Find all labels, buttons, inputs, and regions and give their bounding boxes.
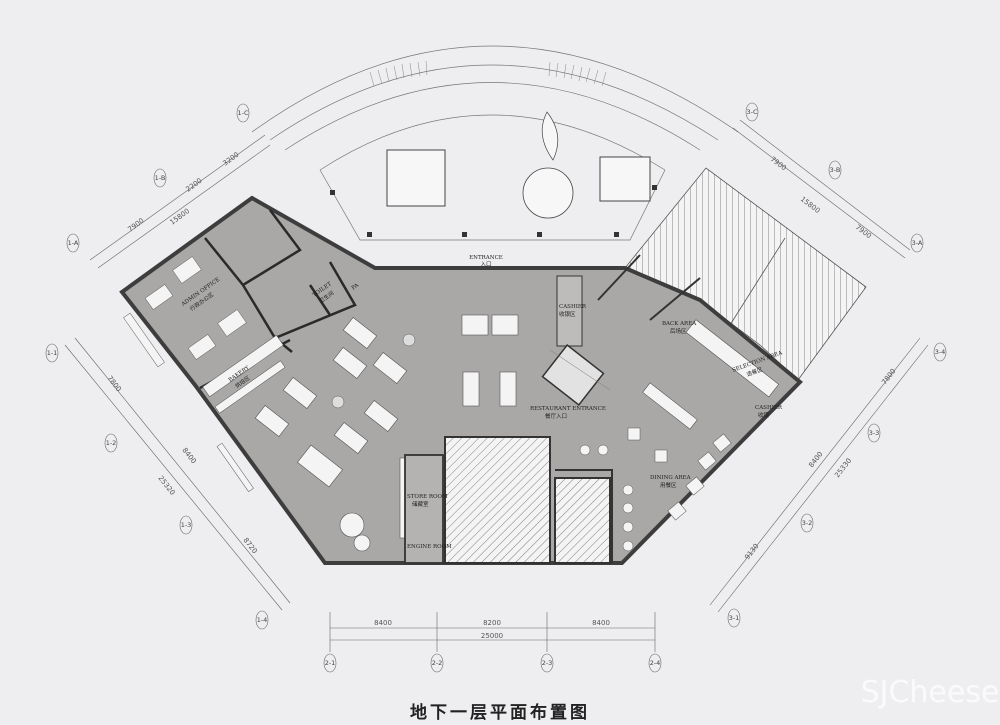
- cashier-booth: [556, 275, 583, 347]
- store-room-label: STORE ROOM: [407, 494, 448, 500]
- bottom-dimension: 8400 8200 8400 25000 2-1 2-2 2-3 2-4: [323, 612, 662, 673]
- watermark: SJCheese: [861, 675, 1000, 710]
- axis-2-2: 2-2: [432, 659, 443, 667]
- axis-2-1: 2-1: [325, 659, 336, 667]
- back-area-label-cn: 后场区: [670, 327, 687, 335]
- drawing-title: 地下一层平面布置图: [410, 702, 590, 723]
- selection-counter: [685, 319, 780, 398]
- axis-3-1: 3-1: [729, 614, 740, 622]
- axis-1-2: 1-2: [106, 439, 117, 447]
- dim-bottom-1: 8400: [374, 619, 392, 627]
- restaurant-entrance-label: RESTAURANT ENTRANCE: [530, 406, 606, 412]
- dim-bottom-total: 25000: [481, 632, 503, 640]
- axis-1-C: 1-C: [237, 109, 248, 117]
- engine-room-label: ENGINE ROOM: [407, 544, 452, 550]
- store-room-label-cn: 储藏室: [412, 500, 429, 508]
- axis-1-1: 1-1: [47, 349, 58, 357]
- axis-1-3: 1-3: [181, 521, 192, 529]
- dim-right-top-total: 15800: [799, 195, 822, 215]
- dim-right-top-1: 7900: [769, 155, 788, 172]
- dim-left-top-total: 15800: [168, 207, 191, 227]
- planter-square-right: [599, 156, 651, 202]
- elevator: [541, 344, 605, 406]
- pa-label: PA: [351, 282, 361, 292]
- entrance-plaza: [251, 45, 739, 241]
- dim-right-side-3: 9130: [743, 542, 760, 561]
- floor-slab: [119, 195, 803, 565]
- hatched-zone-centre: [444, 436, 551, 564]
- back-area-label: BACK AREA: [662, 321, 697, 327]
- stairs-right: [548, 61, 607, 87]
- axis-3-3: 3-3: [869, 429, 880, 437]
- round-table: [339, 512, 365, 538]
- restaurant-entrance-label-cn: 餐厅入口: [545, 412, 567, 420]
- axis-3-B: 3-B: [830, 166, 841, 174]
- dim-right-side-total: 25330: [833, 457, 853, 479]
- dining-area-label-cn: 用餐区: [660, 481, 677, 489]
- bar-counter: [642, 382, 698, 430]
- cashier-label: CASHIER: [559, 304, 587, 310]
- store-room: [404, 454, 444, 564]
- dim-right-side-2: 8400: [807, 450, 824, 469]
- dim-left-top-3: 3200: [221, 151, 240, 168]
- axis-3-4: 3-4: [935, 348, 946, 356]
- planter-lens: [541, 111, 559, 161]
- planter-square-left: [386, 149, 446, 207]
- dim-left-side-3: 8720: [241, 536, 258, 555]
- dim-bottom-2: 8200: [483, 619, 501, 627]
- cashier-label-cn: 收银区: [559, 310, 576, 318]
- dining-area-label: DINING AREA: [650, 475, 692, 481]
- dim-left-top-1: 7900: [126, 217, 145, 234]
- axis-2-3: 2-3: [542, 659, 553, 667]
- dim-left-side-2: 8400: [180, 446, 197, 465]
- axis-1-4: 1-4: [257, 616, 268, 624]
- axis-1-A: 1-A: [68, 239, 79, 247]
- restaurant-cashier-label-cn: 收银: [758, 411, 770, 419]
- axis-1-B: 1-B: [155, 174, 166, 182]
- bakery-counter: [202, 334, 284, 398]
- dim-bottom-3: 8400: [592, 619, 610, 627]
- dim-left-top-2: 2200: [184, 177, 203, 194]
- entrance-label: ENTRANCE: [469, 255, 503, 261]
- axis-2-4: 2-4: [650, 659, 661, 667]
- hatched-zone-centre-right: [554, 477, 611, 564]
- office-desks: [123, 256, 247, 368]
- dim-right-top-2: 7900: [854, 223, 873, 240]
- axis-3-2: 3-2: [802, 519, 813, 527]
- dining-tables: [579, 427, 732, 552]
- axis-3-A: 3-A: [912, 239, 923, 247]
- entrance-label-cn: 入口: [480, 261, 491, 268]
- dim-left-side-1: 7800: [105, 374, 122, 393]
- restaurant-cashier-label: CASHIER: [755, 405, 783, 411]
- planter-circle: [522, 167, 574, 219]
- right-top-dimension: 7900 15800 7900 3-C 3-B 3-A: [732, 102, 924, 259]
- stairs-left: [369, 60, 428, 87]
- bakery-shelf: [214, 360, 286, 414]
- axis-3-C: 3-C: [746, 108, 757, 116]
